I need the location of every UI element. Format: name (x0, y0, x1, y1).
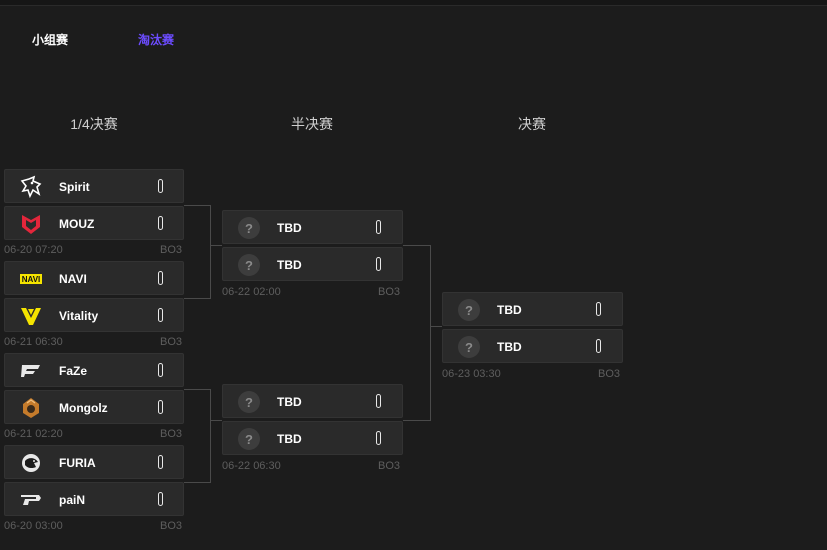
match-meta: 06-21 02:20 BO3 (4, 428, 184, 440)
match-row-tbd[interactable]: ? TBD (222, 421, 403, 455)
match-row-mouz[interactable]: MOUZ (4, 206, 184, 240)
question-icon: ? (237, 216, 261, 240)
team-name: TBD (497, 340, 522, 354)
match-time: 06-21 02:20 (4, 428, 63, 440)
score-indicator (376, 394, 381, 408)
match-format: BO3 (160, 520, 183, 532)
question-icon: ? (237, 390, 261, 414)
team-name: FURIA (59, 456, 96, 470)
match-format: BO3 (160, 336, 183, 348)
bracket-connector (184, 205, 211, 299)
mongolz-logo-icon (19, 396, 43, 420)
round-title-semifinals: 半决赛 (291, 116, 333, 132)
round-title-quarterfinals: 1/4决赛 (70, 116, 118, 132)
bracket-connector (210, 245, 222, 246)
top-bar (0, 0, 827, 6)
mouz-logo-icon (19, 212, 43, 236)
furia-logo-icon (19, 451, 43, 475)
match-row-tbd[interactable]: ? TBD (222, 384, 403, 418)
match-format: BO3 (598, 368, 621, 380)
match-meta: 06-21 06:30 BO3 (4, 336, 184, 348)
faze-logo-icon (19, 359, 43, 383)
match-row-tbd[interactable]: ? TBD (442, 292, 623, 326)
match-row-faze[interactable]: FaZe (4, 353, 184, 387)
team-name: NAVI (59, 272, 87, 286)
score-indicator (376, 220, 381, 234)
match-time: 06-20 07:20 (4, 244, 63, 256)
score-indicator (158, 179, 163, 193)
match-row-mongolz[interactable]: Mongolz (4, 390, 184, 424)
team-name: TBD (277, 395, 302, 409)
match-meta: 06-22 06:30 BO3 (222, 460, 403, 472)
bracket-connector (403, 245, 431, 421)
score-indicator (158, 400, 163, 414)
match-meta: 06-22 02:00 BO3 (222, 286, 403, 298)
question-icon: ? (457, 298, 481, 322)
match-format: BO3 (378, 460, 401, 472)
score-indicator (596, 302, 601, 316)
team-name: TBD (277, 221, 302, 235)
match-time: 06-21 06:30 (4, 336, 63, 348)
match-time: 06-22 02:00 (222, 286, 281, 298)
team-name: MOUZ (59, 217, 95, 231)
score-indicator (158, 216, 163, 230)
bracket-connector (210, 420, 222, 421)
team-name: FaZe (59, 364, 88, 378)
tab-group-stage[interactable]: 小组赛 (32, 33, 69, 47)
match-row-furia[interactable]: FURIA (4, 445, 184, 479)
match-format: BO3 (160, 244, 183, 256)
team-name: TBD (497, 303, 522, 317)
match-time: 06-20 03:00 (4, 520, 63, 532)
team-name: paiN (59, 493, 86, 507)
match-meta: 06-20 07:20 BO3 (4, 244, 184, 256)
team-name: Spirit (59, 180, 90, 194)
match-time: 06-23 03:30 (442, 368, 501, 380)
team-name: TBD (277, 432, 302, 446)
vitality-logo-icon (19, 304, 43, 328)
score-indicator (376, 257, 381, 271)
team-name: TBD (277, 258, 302, 272)
match-format: BO3 (160, 428, 183, 440)
navi-logo-icon: NAVI (19, 267, 43, 291)
tab-playoffs[interactable]: 淘汰赛 (138, 33, 175, 47)
question-icon: ? (237, 427, 261, 451)
match-row-tbd[interactable]: ? TBD (222, 210, 403, 244)
score-indicator (158, 455, 163, 469)
bracket-connector (184, 389, 211, 483)
match-row-spirit[interactable]: Spirit (4, 169, 184, 203)
match-format: BO3 (378, 286, 401, 298)
score-indicator (596, 339, 601, 353)
match-row-tbd[interactable]: ? TBD (442, 329, 623, 363)
bracket-connector (430, 326, 442, 327)
svg-text:NAVI: NAVI (22, 275, 41, 284)
match-row-pain[interactable]: paiN (4, 482, 184, 516)
round-title-final: 决赛 (518, 116, 546, 132)
spirit-logo-icon (19, 175, 43, 199)
match-meta: 06-23 03:30 BO3 (442, 368, 623, 380)
pain-logo-icon (19, 488, 43, 512)
question-icon: ? (457, 335, 481, 359)
match-time: 06-22 06:30 (222, 460, 281, 472)
match-row-vitality[interactable]: Vitality (4, 298, 184, 332)
score-indicator (158, 492, 163, 506)
team-name: Vitality (59, 309, 99, 323)
match-row-navi[interactable]: NAVI NAVI (4, 261, 184, 295)
match-meta: 06-20 03:00 BO3 (4, 520, 184, 532)
score-indicator (158, 308, 163, 322)
score-indicator (158, 271, 163, 285)
score-indicator (376, 431, 381, 445)
score-indicator (158, 363, 163, 377)
team-name: Mongolz (59, 401, 108, 415)
match-row-tbd[interactable]: ? TBD (222, 247, 403, 281)
question-icon: ? (237, 253, 261, 277)
